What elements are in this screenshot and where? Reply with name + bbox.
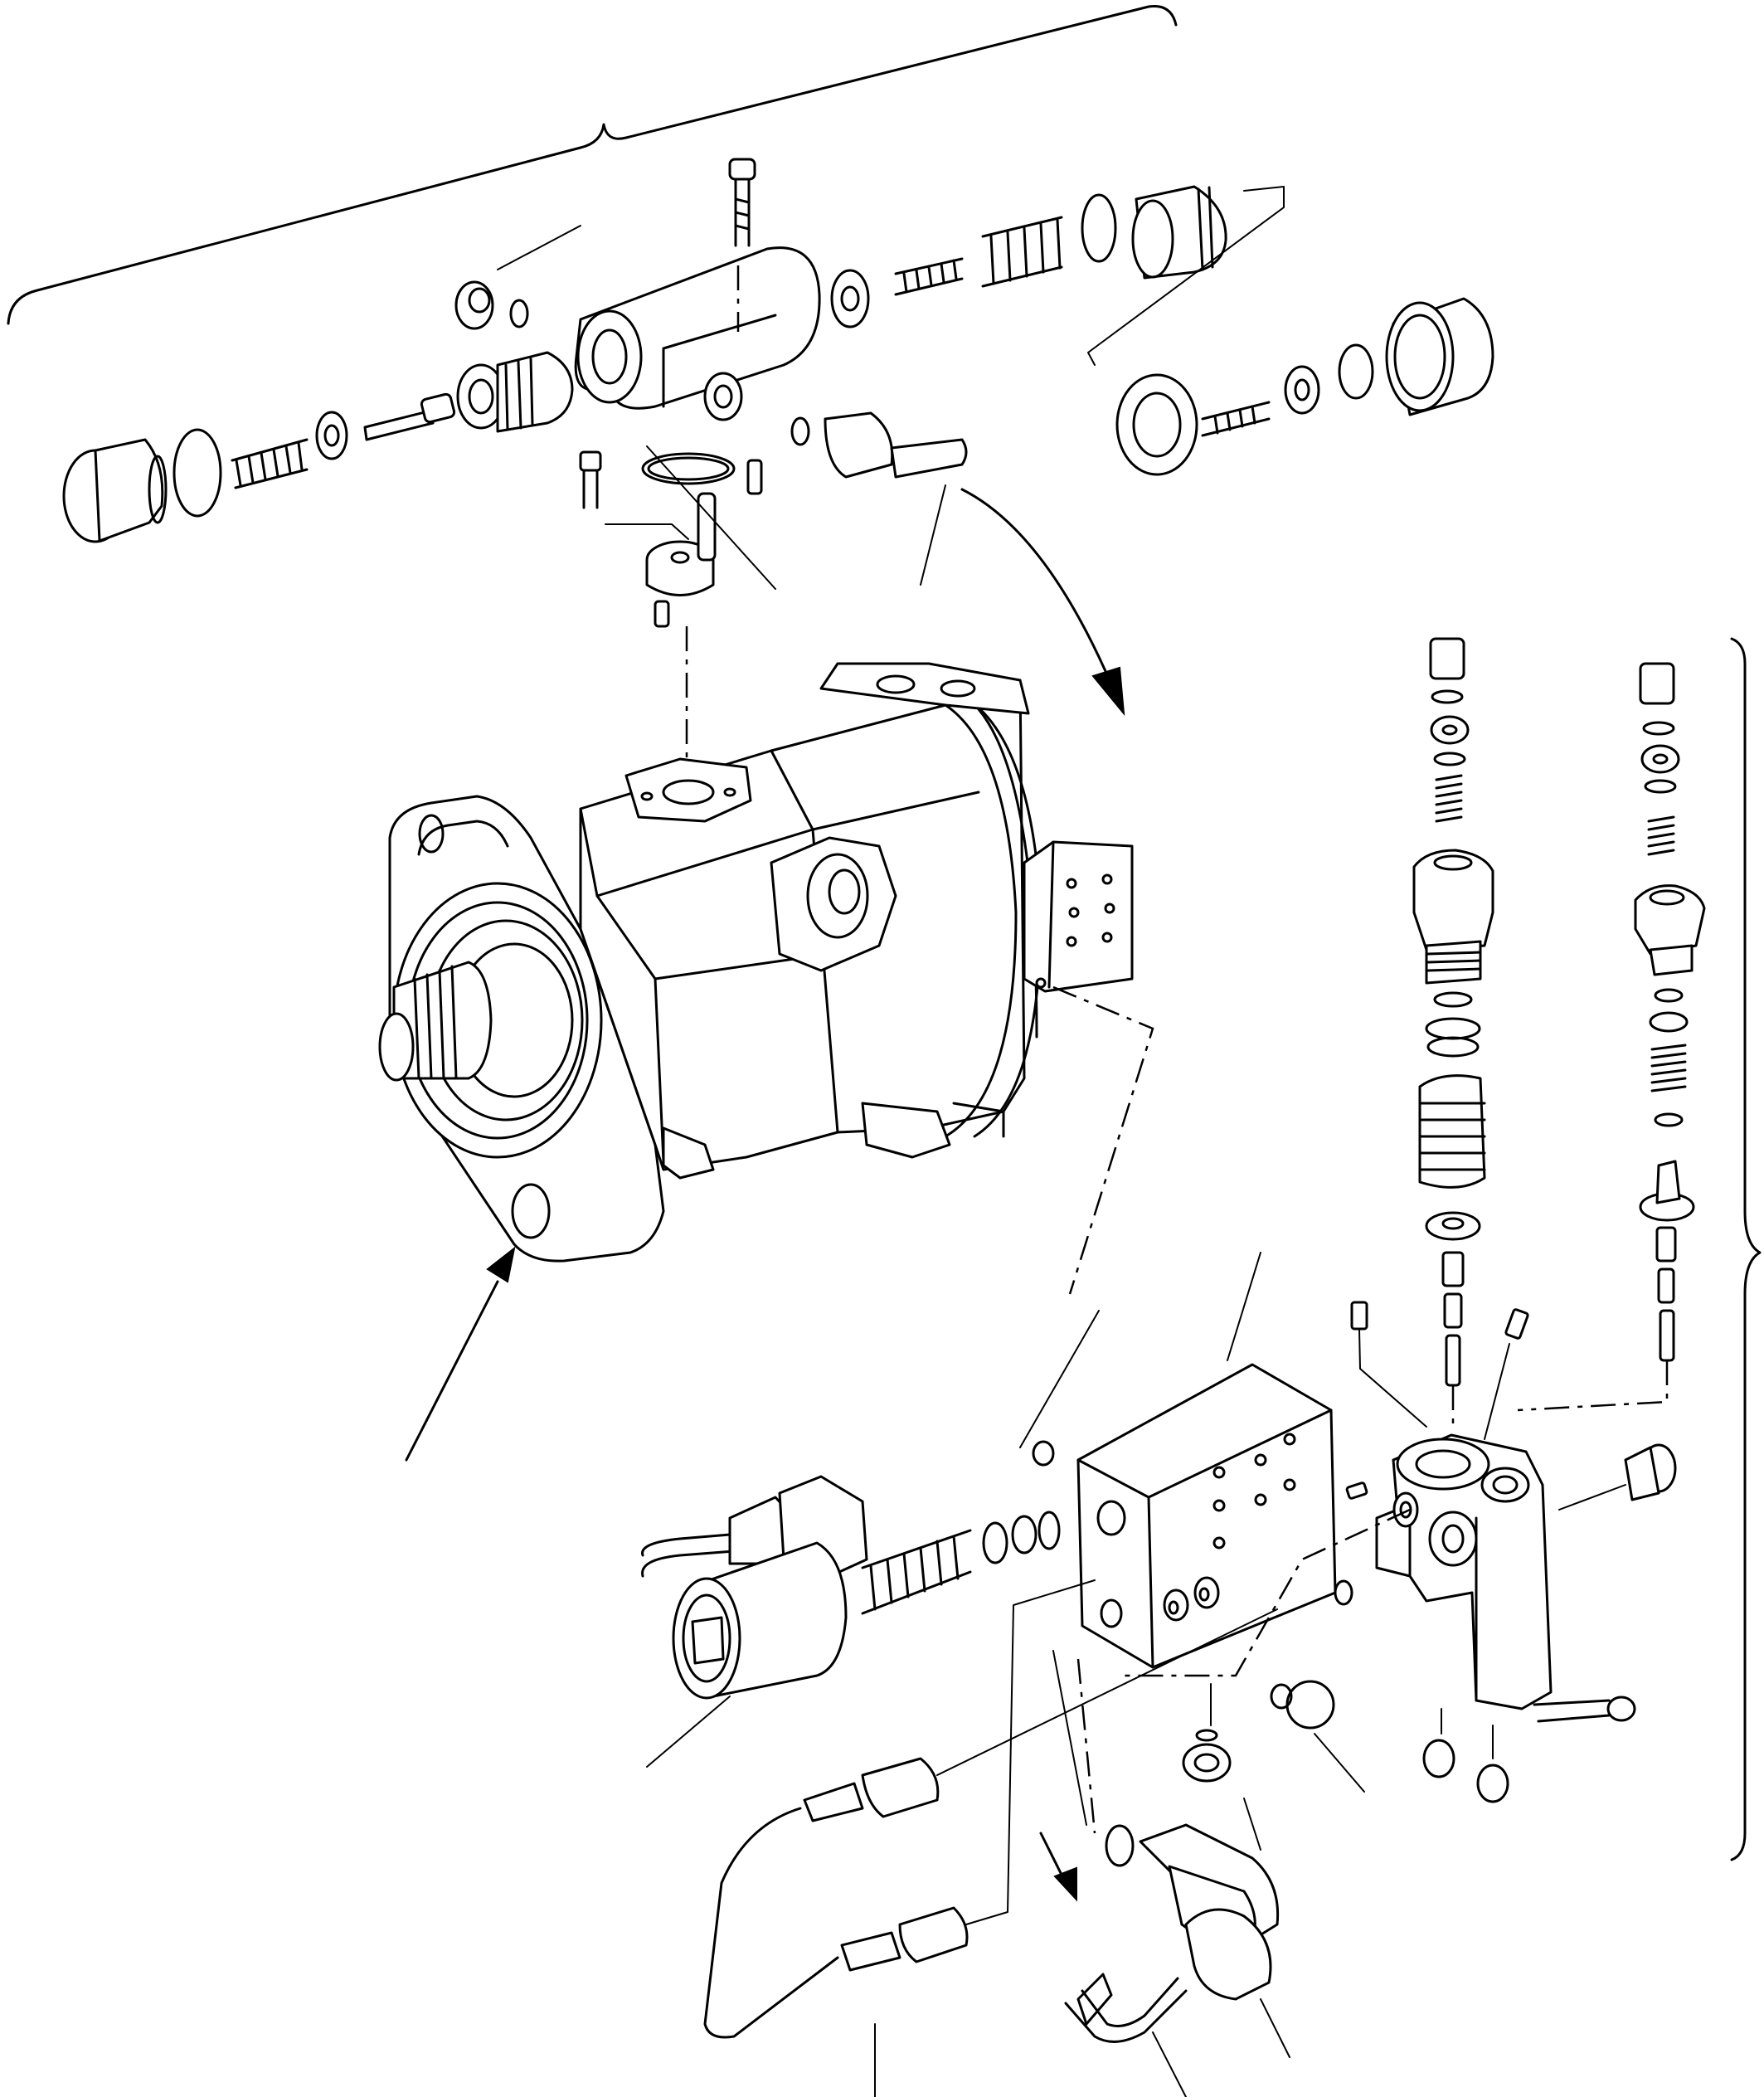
orifice-block — [605, 492, 717, 596]
fitting-lower — [840, 1579, 1096, 1972]
valve-housing — [574, 246, 821, 421]
right-vertical-stack — [1517, 662, 1706, 1412]
fitting-upper — [803, 1608, 1278, 1822]
elbow-fitting — [1064, 1823, 1280, 2043]
valve-block — [1076, 1363, 1337, 1669]
side-set-screws — [1334, 1482, 1368, 1606]
right-valve-assembly — [1412, 637, 1706, 1427]
dowel-pin — [746, 459, 763, 495]
solenoid-o-rings — [982, 1511, 1061, 1564]
left-washer — [315, 411, 348, 460]
cap-screw — [1201, 401, 1271, 437]
cap-seal — [1338, 343, 1374, 400]
left-piston — [496, 351, 574, 433]
housing-o-ring — [641, 452, 736, 485]
upper-spring-small — [894, 257, 964, 296]
housing-plug — [1624, 1443, 1677, 1501]
small-cap — [454, 225, 581, 330]
solenoid-valve — [641, 1475, 868, 1700]
cap-washer — [1284, 365, 1320, 415]
protective-cap — [1385, 297, 1494, 416]
lower-valve-block-assembly — [641, 1252, 1677, 2097]
left-cone — [456, 363, 506, 430]
solenoid-spring — [861, 1529, 972, 1615]
fitting-arrow — [1039, 1832, 1077, 1902]
upper-spring-large — [981, 216, 1063, 288]
left-vertical-stack — [1412, 637, 1494, 1427]
top-group-bracket — [7, 4, 1178, 325]
hydraulic-motor — [378, 662, 1134, 1263]
upper-valve-assembly — [62, 158, 1494, 780]
left-spool-pin — [363, 392, 456, 441]
small-plug — [654, 600, 670, 628]
block-o-ring — [1032, 1440, 1055, 1467]
motor-arrow — [405, 1246, 516, 1462]
grub-screw-left — [1350, 1301, 1427, 1428]
seat-washer — [830, 269, 870, 328]
upper-o-ring — [1081, 193, 1117, 263]
housing-bolt — [1533, 1696, 1636, 1723]
left-spring — [231, 438, 309, 489]
side-valve-housing — [1375, 1433, 1553, 1710]
top-screw — [728, 158, 756, 247]
cap-nut — [1115, 373, 1198, 476]
upper-plug — [1131, 185, 1227, 280]
socket-screw — [579, 450, 602, 509]
lower-caps — [1182, 1680, 1509, 1803]
pressure-fitting — [790, 411, 968, 479]
right-group-bracket — [1730, 637, 1762, 1861]
grub-screw-right — [1484, 1308, 1529, 1440]
left-plug — [62, 428, 222, 543]
